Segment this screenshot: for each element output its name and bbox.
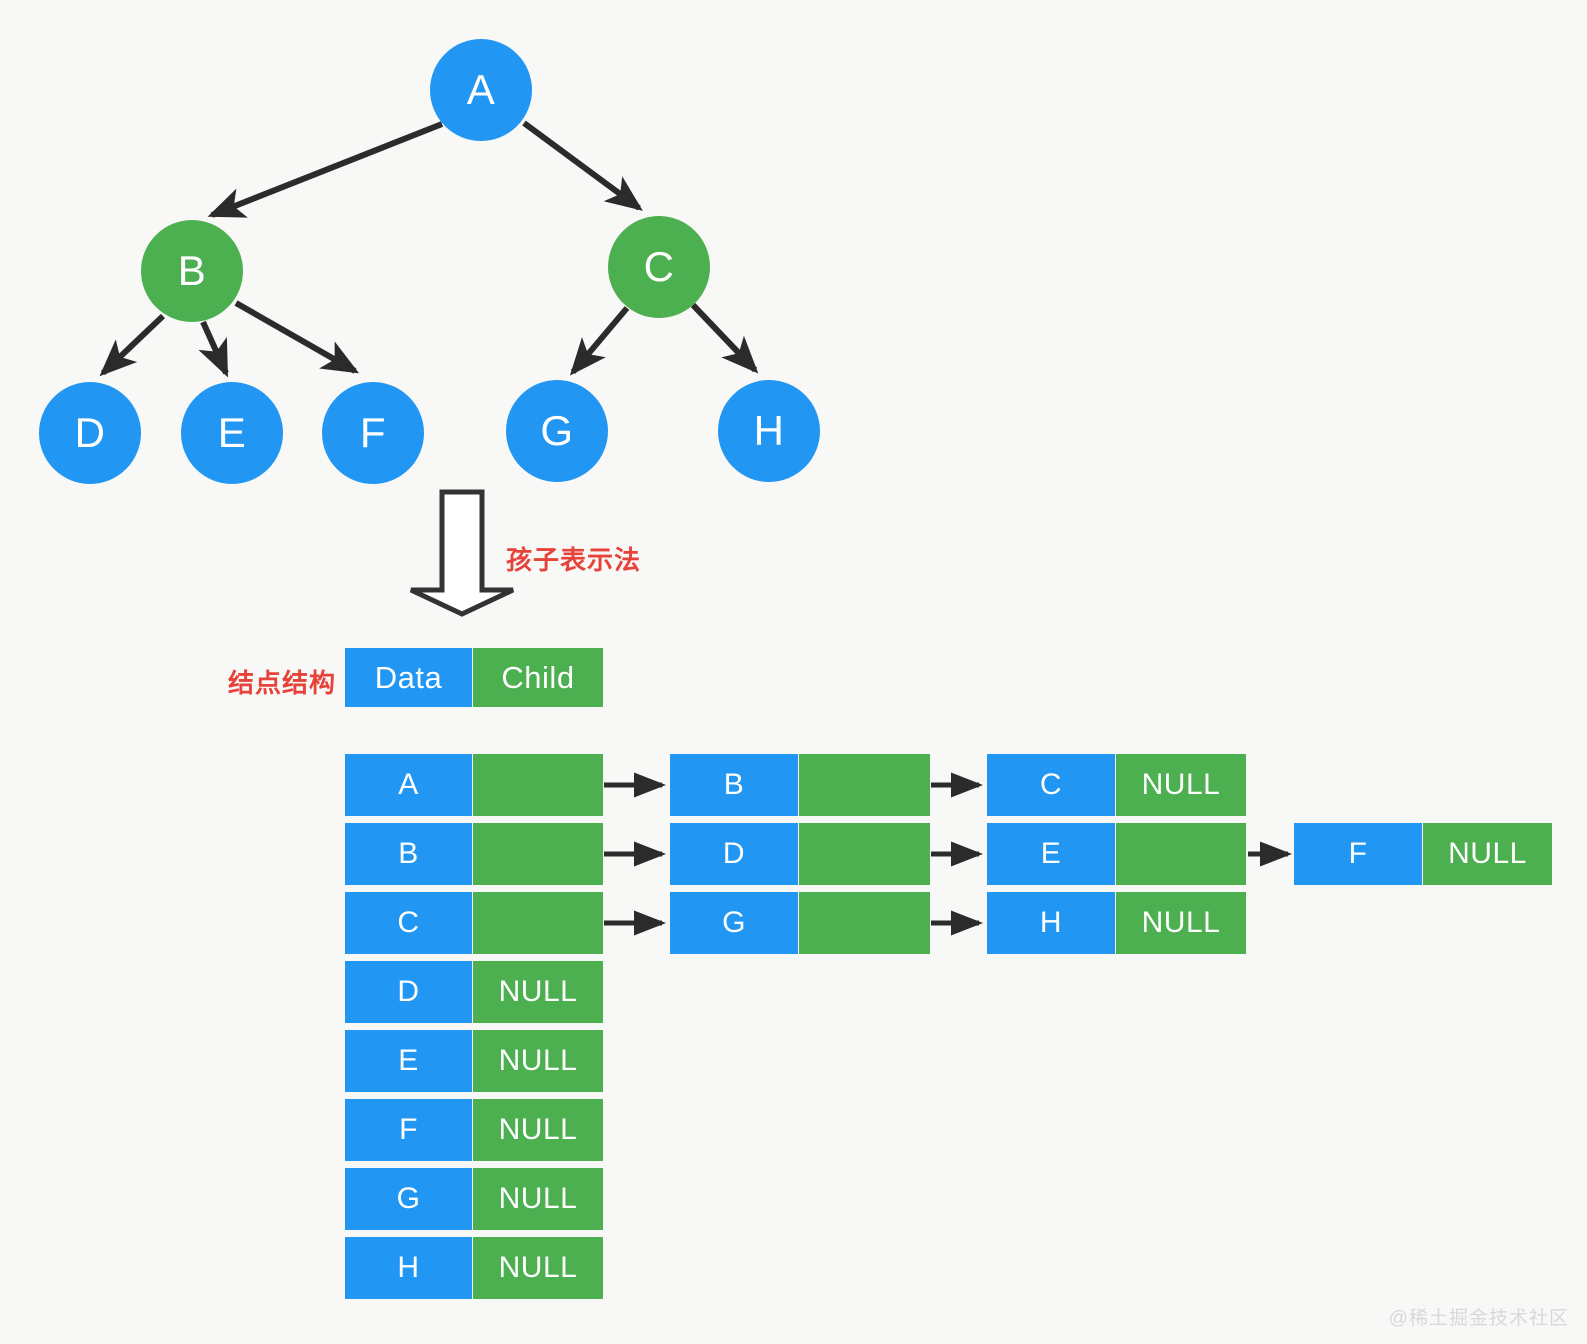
table-row[interactable]: A — [345, 754, 472, 816]
edge-a-c — [522, 120, 643, 211]
table-row[interactable]: G — [345, 1168, 472, 1230]
edge-b-d — [99, 313, 166, 377]
node-structure-label: 结点结构 — [228, 668, 337, 698]
tree-node-b[interactable]: B — [141, 220, 243, 322]
table-row[interactable] — [473, 823, 603, 885]
table-row[interactable]: D — [345, 961, 472, 1023]
list-item[interactable]: B — [670, 754, 798, 816]
table-row[interactable]: NULL — [473, 1237, 603, 1299]
table-row[interactable]: NULL — [473, 1030, 603, 1092]
list-item[interactable]: D — [670, 823, 798, 885]
table-row[interactable]: B — [345, 823, 472, 885]
tree-node-c[interactable]: C — [608, 216, 710, 318]
tree-node-e[interactable]: E — [181, 382, 283, 484]
edge-b-e — [198, 320, 229, 378]
list-item[interactable] — [799, 892, 930, 954]
table-row[interactable]: E — [345, 1030, 472, 1092]
table-row[interactable] — [473, 892, 603, 954]
tree-node-d[interactable]: D — [39, 382, 141, 484]
list-item[interactable]: G — [670, 892, 798, 954]
transform-arrow-icon — [409, 489, 515, 617]
transform-label: 孩子表示法 — [506, 545, 642, 575]
list-item[interactable]: C — [987, 754, 1115, 816]
table-row[interactable]: NULL — [473, 1099, 603, 1161]
node-structure-child-cell: Child — [473, 648, 603, 707]
node-structure-data-cell: Data — [345, 648, 472, 707]
tree-node-h[interactable]: H — [718, 380, 820, 482]
edge-c-h — [690, 302, 759, 374]
list-item[interactable]: NULL — [1116, 892, 1246, 954]
list-item[interactable]: H — [987, 892, 1115, 954]
list-item[interactable]: NULL — [1116, 754, 1246, 816]
tree-node-a[interactable]: A — [430, 39, 532, 141]
tree-node-f[interactable]: F — [322, 382, 424, 484]
list-item[interactable] — [799, 754, 930, 816]
list-item[interactable] — [1116, 823, 1246, 885]
edge-b-f — [234, 300, 360, 374]
table-row[interactable] — [473, 754, 603, 816]
list-item[interactable]: F — [1294, 823, 1422, 885]
edge-a-b — [207, 121, 444, 218]
edge-c-g — [569, 306, 630, 376]
table-row[interactable]: NULL — [473, 961, 603, 1023]
watermark: @稀土掘金技术社区 — [1388, 1308, 1569, 1329]
list-item[interactable]: NULL — [1423, 823, 1552, 885]
table-row[interactable]: NULL — [473, 1168, 603, 1230]
tree-node-g[interactable]: G — [506, 380, 608, 482]
list-item[interactable]: E — [987, 823, 1115, 885]
table-row[interactable]: C — [345, 892, 472, 954]
table-row[interactable]: H — [345, 1237, 472, 1299]
list-item[interactable] — [799, 823, 930, 885]
table-row[interactable]: F — [345, 1099, 472, 1161]
